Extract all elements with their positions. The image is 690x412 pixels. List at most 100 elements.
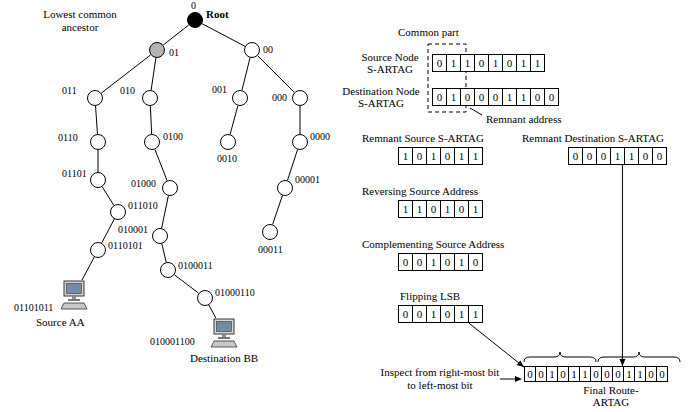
bit-cell: 1 [454, 253, 469, 271]
bit-value: 1 [469, 306, 482, 322]
bit-value: 0 [536, 367, 546, 381]
bit-cell: 0 [474, 88, 489, 106]
bit-value: 1 [455, 148, 468, 164]
arrow-head [619, 359, 625, 366]
bit-value: 1 [447, 55, 460, 71]
node-address: 0010 [217, 153, 237, 165]
connector-line [102, 219, 115, 243]
bit-value: 0 [441, 148, 454, 164]
node-address: 0110101 [108, 240, 143, 252]
bit-value: 0 [531, 89, 544, 105]
bit-cell: 1 [454, 305, 469, 323]
tree-branch [102, 187, 114, 205]
tree-branch [98, 150, 99, 172]
bit-value: 1 [531, 55, 544, 71]
tree-branch [209, 305, 216, 318]
tree-branch [102, 219, 115, 243]
bit-value: 1 [517, 55, 530, 71]
tree-branch [174, 275, 198, 293]
bit-value: 1 [569, 367, 579, 381]
bit-value: 0 [475, 89, 488, 105]
bit-value: 1 [517, 89, 530, 105]
screen [67, 284, 82, 294]
bit-cell: 0 [412, 147, 427, 165]
connector-line [162, 196, 169, 228]
callout-label: Remnant address [486, 113, 561, 126]
bit-cell: 0 [398, 305, 413, 323]
bit-cell: 0 [454, 200, 469, 218]
bit-value: 0 [503, 55, 516, 71]
tree-node: 010 [142, 90, 158, 106]
bit-value: 1 [580, 367, 590, 381]
bit-value: 1 [427, 148, 440, 164]
bit-value: 1 [455, 254, 468, 270]
bit-value: 0 [525, 367, 535, 381]
tree-node: 0110101 [90, 242, 106, 258]
bit-value: 0 [602, 367, 612, 381]
bit-cell: 0 [652, 147, 667, 165]
tree-node: 0Root [187, 12, 203, 28]
bit-value: 1 [447, 89, 460, 105]
tree-branch [300, 106, 301, 134]
bit-cell: 1 [624, 147, 639, 165]
computer-node: 010001100Destination BB [210, 318, 238, 348]
bit-value: 0 [545, 89, 558, 105]
connector-line [102, 187, 114, 205]
bit-value: 1 [427, 306, 440, 322]
node-address: 010001 [118, 224, 148, 236]
bit-array: Remnant Destination S-ARTAG0001100 [568, 147, 667, 165]
tree-node: 01 [149, 42, 165, 58]
tree-node: 0010 [220, 134, 236, 150]
node-address: 0100011 [178, 260, 213, 272]
inspect-arrow-head [515, 376, 522, 382]
bit-value: 1 [547, 367, 557, 381]
bit-value: 0 [489, 89, 502, 105]
base [68, 299, 80, 301]
tree-branch [273, 196, 283, 225]
bit-cell: 1 [446, 54, 461, 72]
connector-line [82, 257, 94, 280]
computer-node: 01101011Source AA [60, 280, 88, 310]
node-address: 010 [120, 85, 135, 97]
node-address: 01 [169, 47, 179, 59]
tree-branch [202, 24, 245, 47]
bit-value: 0 [413, 254, 426, 270]
inspect-arrow [500, 379, 516, 380]
arrow-head [517, 360, 524, 367]
tree-branch [163, 25, 188, 45]
bit-cell: 1 [460, 54, 475, 72]
bit-cell: 1 [610, 147, 625, 165]
bit-cell: 1 [468, 200, 483, 218]
bit-value: 0 [613, 367, 623, 381]
bit-value: 1 [413, 201, 426, 217]
bit-cell: 0 [488, 88, 503, 106]
bit-cell: 1 [502, 88, 517, 106]
bit-cell: 1 [468, 147, 483, 165]
tree-node: 00001 [277, 180, 293, 196]
array-heading: Complementing Source Address [362, 238, 504, 250]
stand [72, 296, 76, 299]
bit-value: 0 [475, 55, 488, 71]
node-address: 00 [263, 44, 273, 56]
bit-value: 1 [441, 201, 454, 217]
connector-line [155, 149, 167, 180]
bit-cell: 0 [568, 147, 583, 165]
array-heading: Source Node S-ARTAG [357, 51, 423, 75]
bit-value: 1 [503, 89, 516, 105]
tree-branch [151, 58, 156, 90]
bit-value: 0 [591, 367, 601, 381]
bit-cell: 0 [432, 88, 447, 106]
node-address: 01000110 [215, 287, 255, 299]
array-heading: Remnant Destination S-ARTAG [522, 132, 664, 144]
bit-value: 0 [646, 367, 656, 381]
connector-line [150, 106, 151, 134]
tree-node: 011 [87, 90, 103, 106]
connector-line [469, 323, 524, 367]
bit-cell: 0 [596, 147, 611, 165]
node-address: 0110 [58, 132, 78, 144]
bit-cell: 0 [412, 253, 427, 271]
tree-node: 001 [232, 90, 248, 106]
tree-node: 011010 [110, 204, 126, 220]
bit-cell: 1 [412, 200, 427, 218]
